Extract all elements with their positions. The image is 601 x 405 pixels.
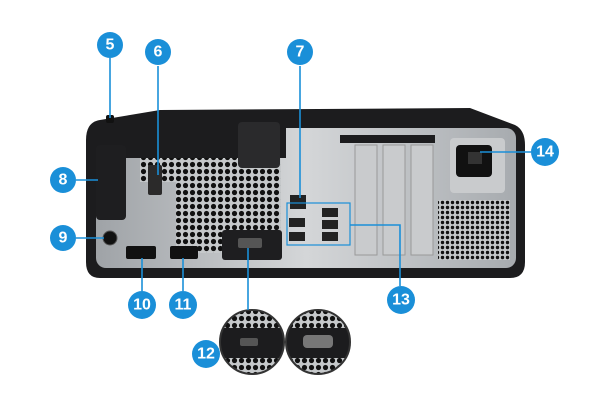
card-reader-bay: [96, 145, 126, 220]
svg-text:10: 10: [133, 297, 151, 314]
callout-6: 6: [145, 39, 171, 65]
svg-text:11: 11: [175, 297, 192, 314]
svg-text:7: 7: [296, 44, 305, 61]
svg-text:6: 6: [154, 44, 163, 61]
serial-port: [148, 165, 162, 195]
usb-highlight-box: [286, 202, 351, 246]
hdmi-port: [170, 246, 198, 259]
callout-9: 9: [50, 225, 76, 251]
callout-5: 5: [97, 32, 123, 58]
svg-text:12: 12: [197, 346, 215, 363]
chassis: [86, 108, 525, 278]
ethernet-port: [290, 195, 306, 209]
callout-7: 7: [287, 39, 313, 65]
audio-jack: [102, 230, 118, 246]
displayport: [126, 246, 156, 259]
svg-text:13: 13: [392, 292, 410, 309]
lock-slot: [106, 115, 114, 123]
expansion-slots: [354, 144, 434, 256]
callout-8: 8: [50, 167, 76, 193]
callout-12: 12: [192, 340, 220, 368]
svg-text:8: 8: [59, 172, 68, 189]
svg-text:9: 9: [59, 230, 68, 247]
inset-port-options: [219, 309, 351, 375]
handle: [238, 122, 280, 168]
callout-10: 10: [128, 291, 156, 319]
leader-lines: [76, 58, 531, 310]
callout-13: 13: [387, 286, 415, 314]
callout-11: 11: [169, 291, 197, 319]
psu-vent: [438, 200, 510, 260]
usb-ports: [289, 208, 338, 241]
callout-14: 14: [531, 138, 559, 166]
svg-text:5: 5: [106, 37, 115, 54]
svg-text:14: 14: [536, 144, 554, 161]
